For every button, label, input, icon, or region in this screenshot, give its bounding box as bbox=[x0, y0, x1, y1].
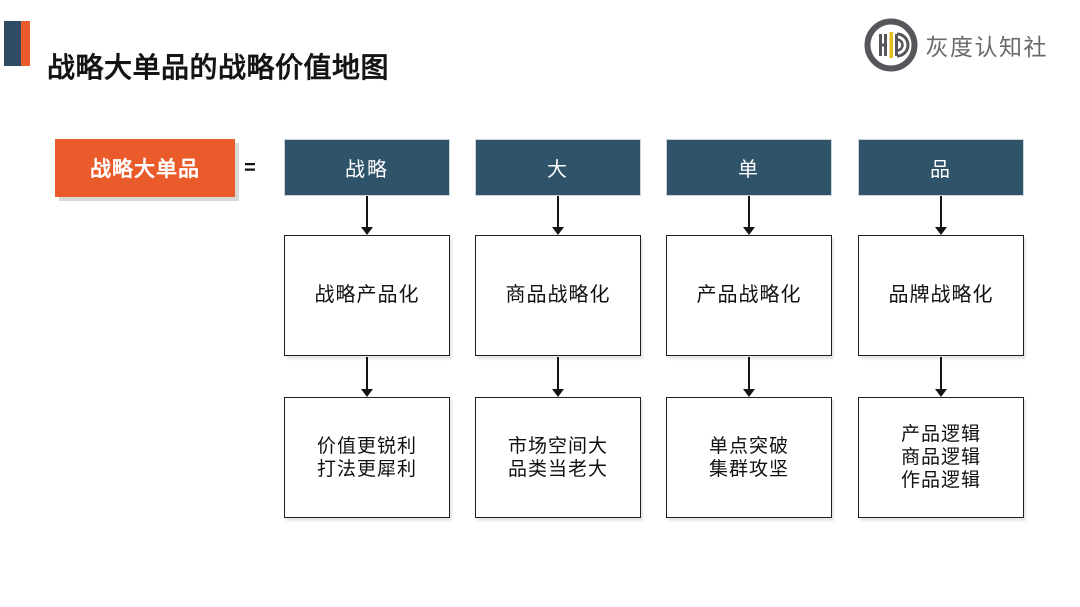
brand-logo-text: 灰度认知社 bbox=[925, 34, 1048, 60]
bottom-box-line: 打法更犀利 bbox=[316, 458, 417, 480]
arrowhead-down-icon bbox=[743, 227, 755, 235]
arrowhead-down-icon bbox=[935, 227, 947, 235]
arrowhead-down-icon bbox=[552, 389, 564, 397]
arrowhead-down-icon bbox=[552, 227, 564, 235]
flow-column-da: 大 商品战略化 市场空间大 品类当老大 bbox=[475, 139, 641, 518]
connector-line bbox=[557, 196, 559, 227]
hd-monogram-icon bbox=[864, 18, 917, 72]
bottom-box-line: 商品逻辑 bbox=[900, 447, 981, 468]
bottom-box-line: 价值更锐利 bbox=[316, 435, 417, 457]
flow-column-dan: 单 产品战略化 单点突破 集群攻坚 bbox=[666, 139, 832, 518]
connector-line bbox=[557, 357, 559, 389]
bottom-box-line: 产品逻辑 bbox=[900, 424, 981, 445]
flow-column-zhanlue: 战略 战略产品化 价值更锐利 打法更犀利 bbox=[284, 139, 450, 518]
middle-box: 产品战略化 bbox=[666, 235, 832, 356]
middle-box: 品牌战略化 bbox=[858, 235, 1024, 356]
middle-box: 战略产品化 bbox=[284, 235, 450, 356]
flow-column-pin: 品 品牌战略化 产品逻辑 商品逻辑 作品逻辑 bbox=[858, 139, 1024, 518]
arrowhead-down-icon bbox=[361, 389, 373, 397]
bottom-box-line: 市场空间大 bbox=[507, 435, 608, 457]
connector-line bbox=[748, 196, 750, 227]
bottom-box-line: 单点突破 bbox=[708, 435, 789, 457]
arrowhead-down-icon bbox=[935, 389, 947, 397]
column-header-box: 品 bbox=[858, 139, 1024, 196]
bottom-box-line: 集群攻坚 bbox=[708, 458, 789, 480]
bottom-box-line: 品类当老大 bbox=[507, 458, 608, 480]
bottom-box: 价值更锐利 打法更犀利 bbox=[284, 397, 450, 518]
equation-left-box: 战略大单品 bbox=[55, 139, 235, 197]
middle-box: 商品战略化 bbox=[475, 235, 641, 356]
equals-sign: = bbox=[244, 156, 256, 179]
title-accent-bar-dark bbox=[4, 21, 21, 66]
connector-line bbox=[940, 196, 942, 227]
bottom-box: 市场空间大 品类当老大 bbox=[475, 397, 641, 518]
arrowhead-down-icon bbox=[361, 227, 373, 235]
title-accent-bar-orange bbox=[21, 21, 30, 66]
page-title: 战略大单品的战略价值地图 bbox=[47, 51, 390, 83]
connector-line bbox=[748, 357, 750, 389]
brand-logo: 灰度认知社 bbox=[864, 18, 1049, 72]
bottom-box: 单点突破 集群攻坚 bbox=[666, 397, 832, 518]
bottom-box-line: 作品逻辑 bbox=[900, 470, 981, 491]
column-header-box: 单 bbox=[666, 139, 832, 196]
connector-line bbox=[940, 357, 942, 389]
bottom-box: 产品逻辑 商品逻辑 作品逻辑 bbox=[858, 397, 1024, 518]
connector-line bbox=[366, 196, 368, 227]
connector-line bbox=[366, 357, 368, 389]
column-header-box: 战略 bbox=[284, 139, 450, 196]
arrowhead-down-icon bbox=[743, 389, 755, 397]
column-header-box: 大 bbox=[475, 139, 641, 196]
